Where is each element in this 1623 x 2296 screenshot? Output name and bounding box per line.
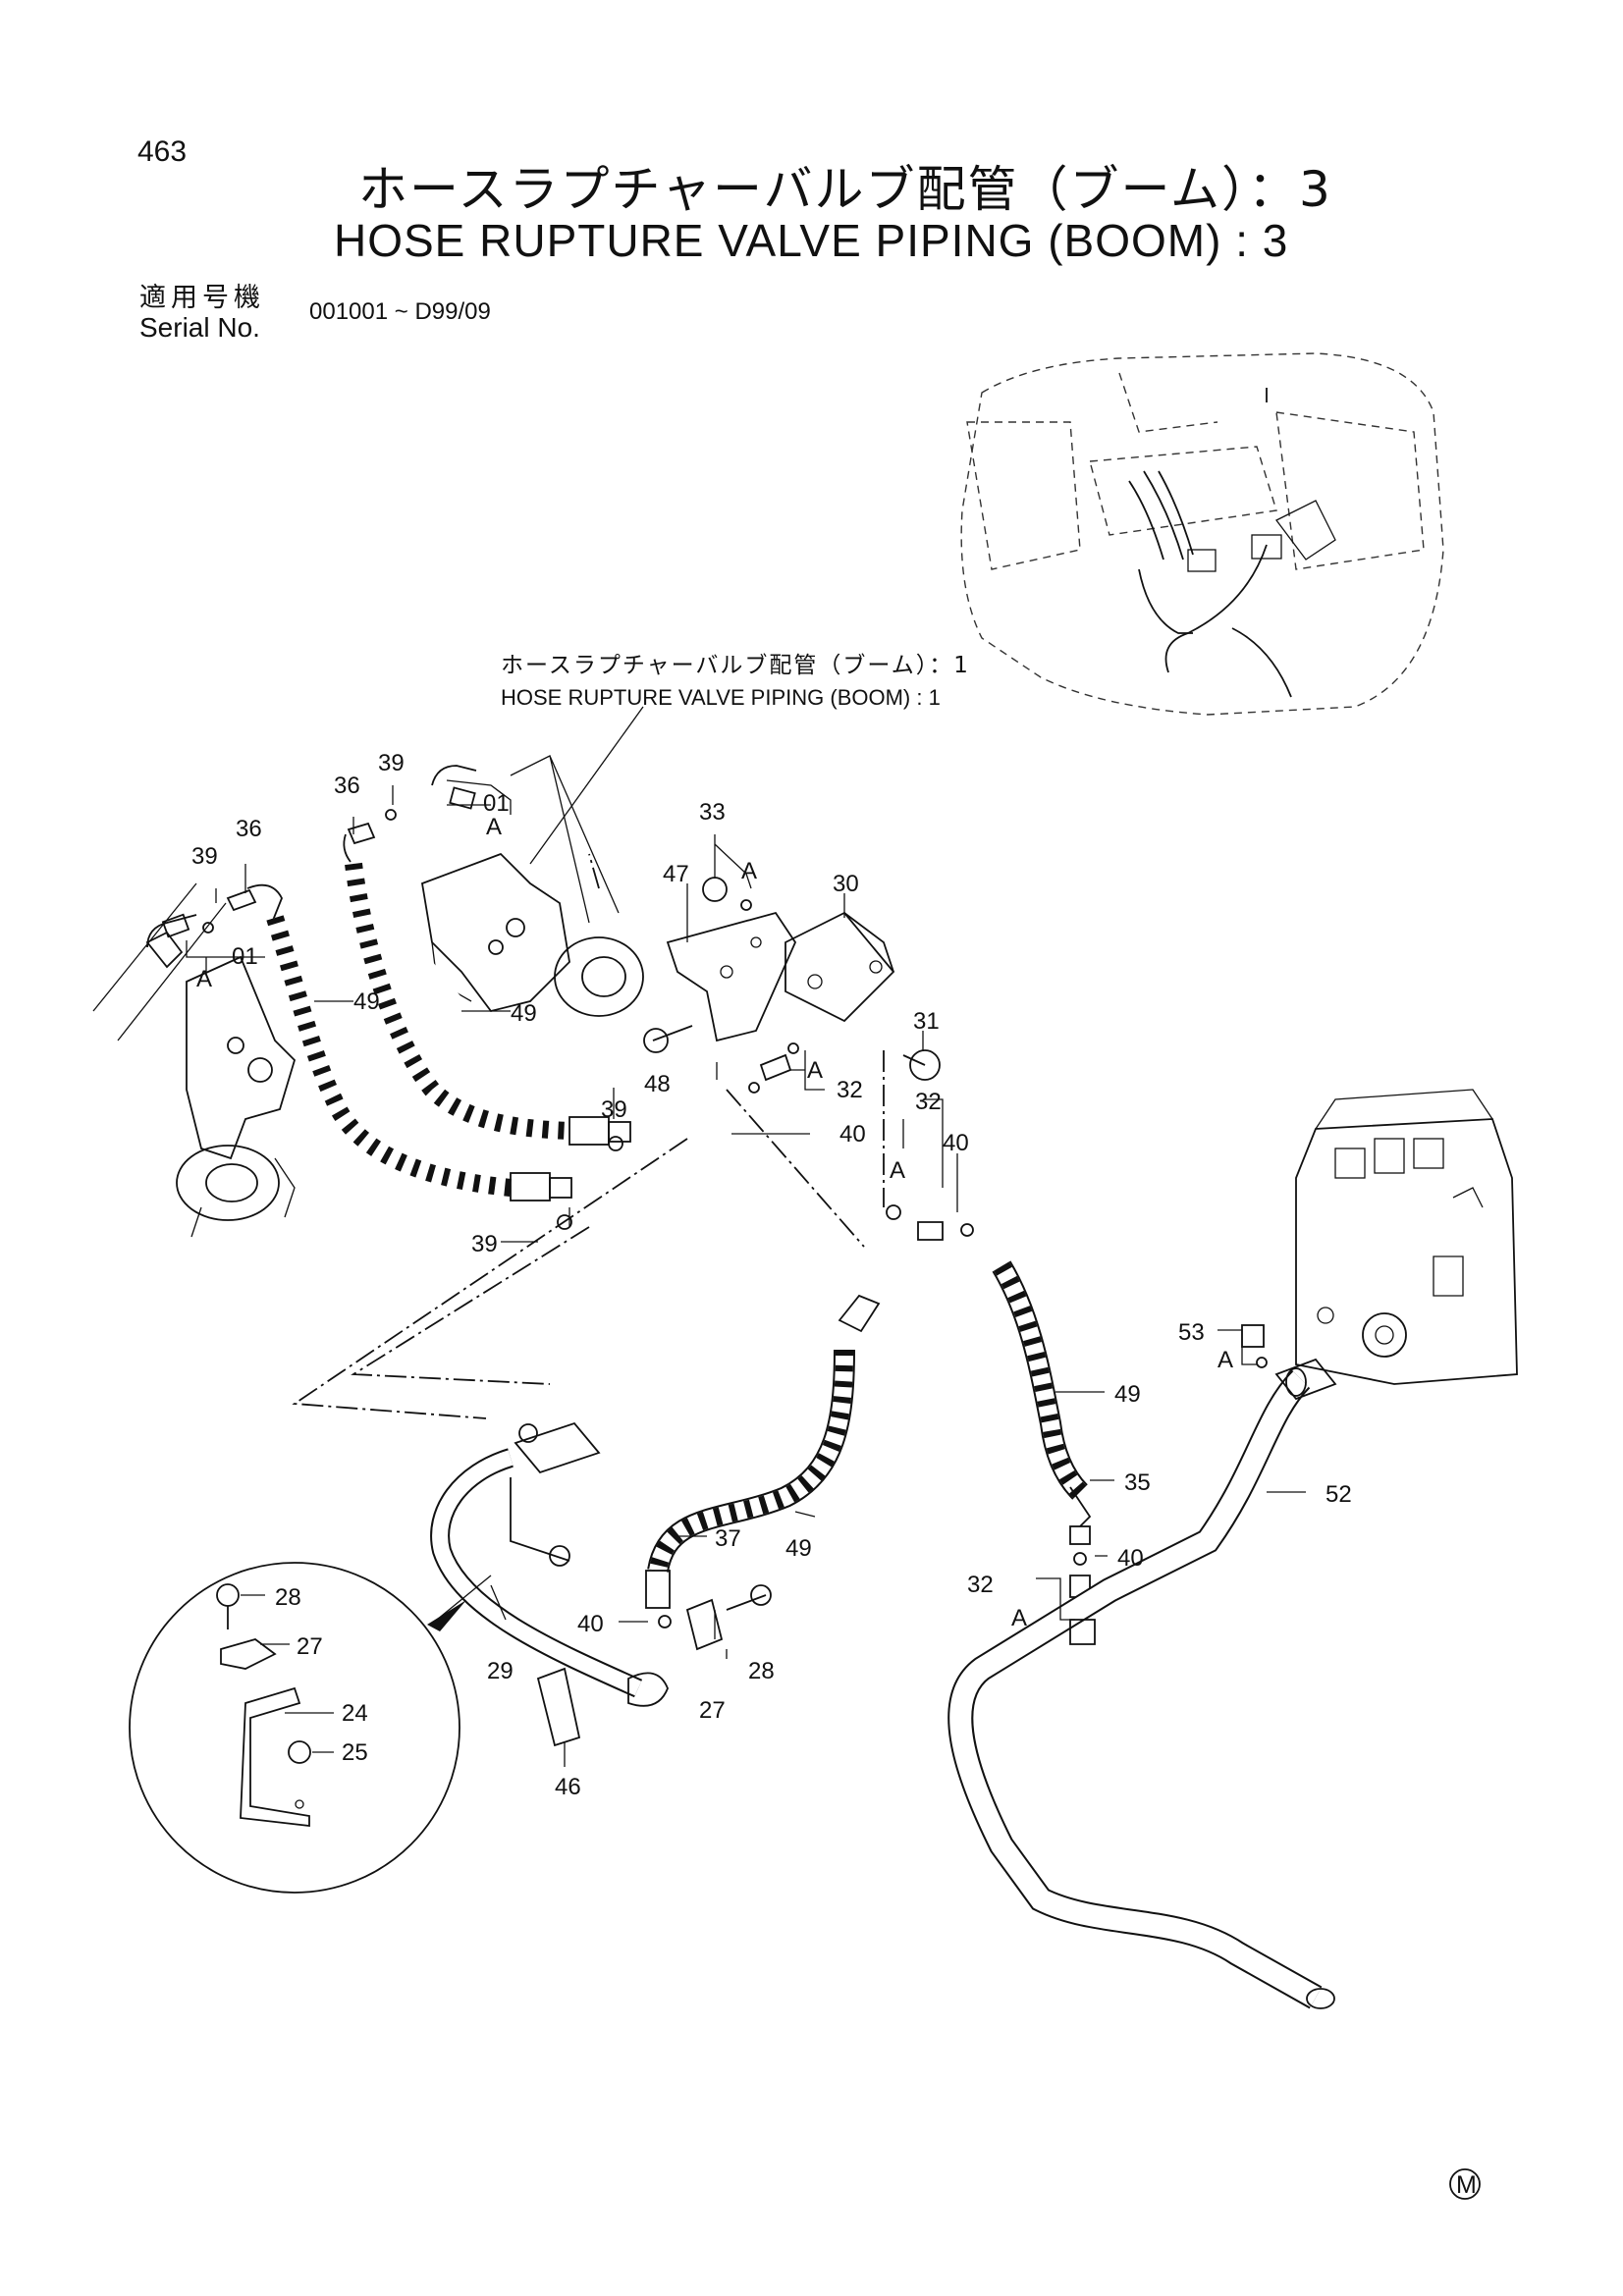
hose-49-right [886,1204,1092,1598]
callout-36: 36 [236,816,262,842]
callout-39: 39 [471,1231,498,1257]
callout-36: 36 [334,773,360,799]
callout-39: 39 [601,1096,627,1123]
hose-49-left-pair [266,862,631,1230]
callout-47: 47 [663,861,689,887]
callout-a: A [741,858,757,884]
hose-49-center [645,1294,881,1629]
reference-label-japanese: ホースラプチャーバルブ配管（ブーム）：1 [501,653,970,678]
callout-49: 49 [1114,1381,1141,1408]
callout-33: 33 [699,799,726,826]
hose-rupture-valve-left [92,882,297,1238]
elbow-fittings-upper [146,765,477,948]
manufacturer-mark-letter: M [1456,2171,1477,2199]
callout-49: 49 [511,1000,537,1027]
callout-39: 39 [378,750,405,776]
pipe-52 [947,1324,1337,2009]
tube-29 [430,1421,772,1747]
callout-a: A [486,814,502,840]
serial-label-english: Serial No. [139,312,260,343]
callout-labels: 36 39 01 A 36 39 01 A 49 49 33 A 47 30 3… [191,750,1352,1800]
callout-30: 30 [833,871,859,897]
serial-label-japanese: 適用号機 [139,283,265,313]
callout-25: 25 [342,1739,368,1766]
leader-lines [186,706,1306,1767]
hose-rupture-valve-center [420,755,644,1017]
page-number: 463 [137,135,188,168]
callout-27: 27 [297,1633,323,1660]
reference-label-english: HOSE RUPTURE VALVE PIPING (BOOM) : 1 [501,685,941,710]
callout-40: 40 [943,1130,969,1156]
page-title-japanese: ホースラプチャーバルブ配管（ブーム）：3 [358,161,1332,218]
block-30 [784,911,895,1023]
callout-40: 40 [839,1121,866,1148]
callout-40: 40 [577,1611,604,1637]
callout-31: 31 [913,1008,940,1035]
callout-01: 01 [232,943,258,970]
bolt-parts [643,877,941,1094]
callout-46: 46 [555,1774,581,1800]
callout-a: A [1217,1347,1233,1373]
control-valve-block [1295,1089,1518,1385]
callout-29: 29 [487,1658,514,1684]
callout-a: A [807,1057,823,1084]
callout-28: 28 [748,1658,775,1684]
excavator-overview-illustration [960,352,1444,716]
callout-35: 35 [1124,1469,1151,1496]
callout-01: 01 [483,790,510,817]
callout-32: 32 [837,1077,863,1103]
callout-a: A [196,966,212,992]
callout-a: A [890,1157,905,1184]
callout-28: 28 [275,1584,301,1611]
callout-a: A [1011,1605,1027,1631]
page-title-english: HOSE RUPTURE VALVE PIPING (BOOM) : 3 [334,215,1289,266]
callout-39: 39 [191,843,218,870]
callout-48: 48 [644,1071,671,1097]
manufacturer-mark: M [1449,2168,1481,2200]
callout-40: 40 [1117,1545,1144,1572]
callout-24: 24 [342,1700,368,1727]
callout-32: 32 [967,1572,994,1598]
callout-37: 37 [715,1525,741,1552]
serial-range: 001001 ~ D99/09 [309,298,491,325]
callout-53: 53 [1178,1319,1205,1346]
callout-49: 49 [353,988,380,1015]
callout-27: 27 [699,1697,726,1724]
callout-49: 49 [785,1535,812,1562]
callout-32: 32 [915,1089,942,1115]
callout-52: 52 [1325,1481,1352,1508]
chain-lines [292,853,885,1419]
detail-view-circle [129,1562,492,1894]
bracket-47 [666,911,797,1042]
